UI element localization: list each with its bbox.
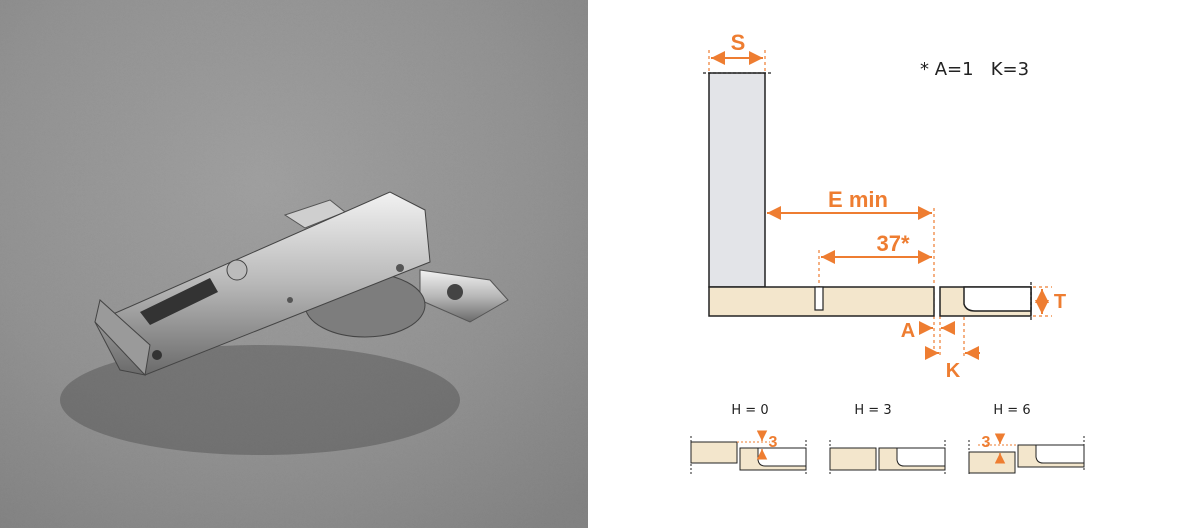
variant-h0: H = 0 3 — [690, 403, 807, 474]
mounting-diagram: S E min 37* A K T * A=1 K=3 H = 0 3 H = … — [690, 30, 1085, 476]
side-panel — [708, 72, 766, 288]
variant-h3: H = 3 — [829, 403, 946, 474]
label-a: A — [901, 320, 915, 342]
svg-text:H = 6: H = 6 — [993, 403, 1030, 418]
label-e-min: E min — [828, 187, 888, 212]
label-37: 37* — [876, 231, 909, 256]
hinge-icon — [94, 191, 509, 377]
door-board — [939, 282, 1032, 320]
label-s: S — [731, 30, 746, 55]
label-k: K — [946, 360, 961, 382]
svg-text:H = 0: H = 0 — [731, 403, 768, 418]
svg-text:3: 3 — [982, 434, 991, 451]
svg-text:3: 3 — [769, 434, 778, 451]
hinge-shadow — [60, 345, 460, 455]
variant-h6: H = 6 3 — [968, 403, 1085, 476]
label-t: T — [1054, 291, 1066, 313]
hinge-photo — [0, 0, 588, 528]
note-a-k: * A=1 K=3 — [920, 59, 1029, 80]
svg-text:H = 3: H = 3 — [854, 403, 891, 418]
